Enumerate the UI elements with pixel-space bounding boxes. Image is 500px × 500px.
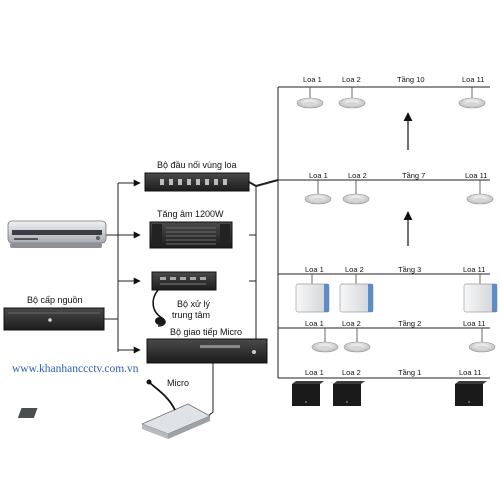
processor-label-line1: Bộ xử lý <box>177 299 211 309</box>
speaker-label: Loa 11 <box>465 171 487 180</box>
ceiling-speaker <box>304 180 332 205</box>
box-speakers <box>292 381 487 406</box>
mic-interface-label: Bộ giao tiếp Micro <box>170 327 242 337</box>
ceiling-speaker <box>296 87 324 109</box>
wall-speakers <box>295 274 498 313</box>
speaker-label: Loa 2 <box>342 368 361 377</box>
speaker-label: Loa 11 <box>459 368 481 377</box>
floor-name: Tầng 1 <box>398 368 421 377</box>
speaker-label: Loa 1 <box>309 171 328 180</box>
speaker-label: Loa 11 <box>462 75 484 84</box>
speaker-label: Loa 1 <box>305 368 324 377</box>
device-labels: Bộ đầu nối vùng loa Tăng âm 1200W Bộ xử … <box>27 160 242 388</box>
box-speaker <box>292 381 324 406</box>
wall-speaker <box>463 274 498 313</box>
box-speaker <box>333 381 365 406</box>
box-speaker <box>455 381 487 406</box>
mic-interface-unit <box>146 338 268 364</box>
ceiling-speaker <box>468 328 496 353</box>
speaker-label: Loa 1 <box>305 265 324 274</box>
processor-label-line2: trung tâm <box>172 310 210 320</box>
ceiling-speaker <box>466 180 494 205</box>
floor-name: Tầng 2 <box>398 319 421 328</box>
power-supply-label: Bộ cấp nguồn <box>27 295 83 305</box>
speaker-label: Loa 2 <box>342 319 361 328</box>
speaker-label: Loa 2 <box>345 265 364 274</box>
speaker-label: Loa 11 <box>463 265 485 274</box>
dvd-player <box>7 220 107 248</box>
central-processor-unit <box>151 271 217 327</box>
floor-name: Tầng 3 <box>398 265 421 274</box>
ceiling-speaker <box>338 87 366 109</box>
speaker-label: Loa 2 <box>342 75 361 84</box>
zone-selector-label: Bộ đầu nối vùng loa <box>157 160 237 170</box>
floor-name: Tầng 7 <box>402 171 425 180</box>
floor-name: Tầng 10 <box>397 75 425 84</box>
zone-selector-unit <box>144 172 250 192</box>
wall-speaker <box>295 274 330 313</box>
amplifier-label: Tăng âm 1200W <box>157 209 224 219</box>
speaker-label: Loa 11 <box>463 319 485 328</box>
amplifier-unit <box>149 221 233 249</box>
speaker-label: Loa 1 <box>303 75 322 84</box>
microphone-console <box>17 379 211 439</box>
floor-labels: Loa 1 Loa 2 Tầng 10 Loa 11 Loa 1 Loa 2 T… <box>303 75 487 377</box>
website-watermark: www.khanhanccctv.com.vn <box>12 363 139 375</box>
wall-speaker <box>339 274 374 313</box>
connection-lines <box>104 86 490 417</box>
ceiling-speakers <box>296 87 496 353</box>
speaker-label: Loa 2 <box>348 171 367 180</box>
ceiling-speaker <box>311 328 339 353</box>
microphone-label: Micro <box>167 378 189 388</box>
ceiling-speaker <box>458 87 486 109</box>
power-supply-unit <box>3 307 105 331</box>
ceiling-speaker <box>342 180 370 205</box>
speaker-label: Loa 1 <box>305 319 324 328</box>
ceiling-speaker <box>343 328 371 353</box>
